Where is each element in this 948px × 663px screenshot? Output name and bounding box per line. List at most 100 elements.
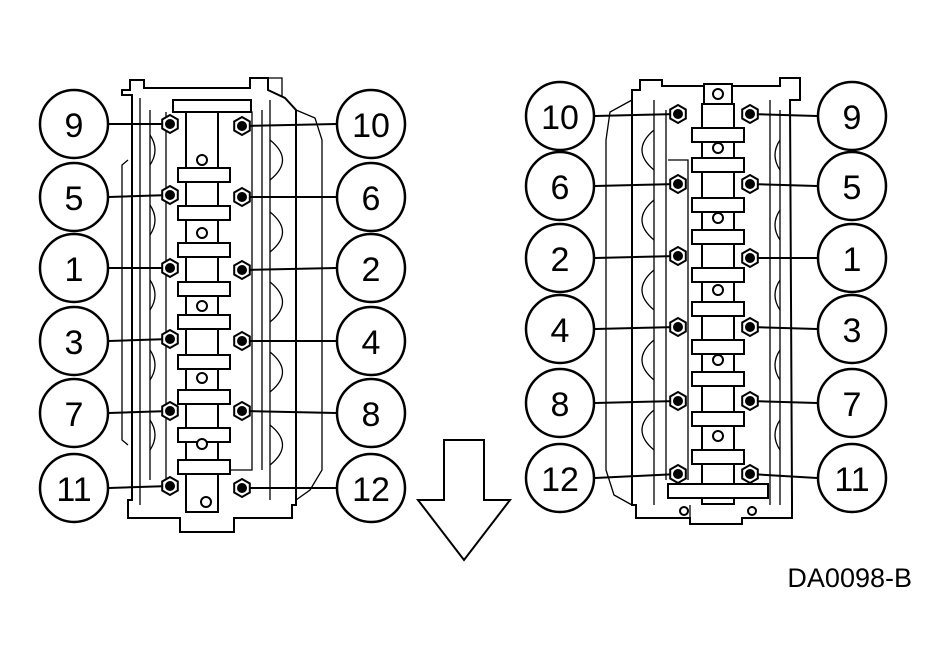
callout-right-head-right-1: 9 [741,80,888,152]
bolt-center [165,263,175,273]
callout-right-head-left-3: 2 [524,222,687,294]
bolt-sequence-number: 9 [65,107,84,145]
bolt-sequence-number: 3 [843,312,862,350]
leader-line [594,113,679,117]
callout-circle [524,293,596,365]
bolt-sequence-number: 4 [362,324,381,362]
bolt-sequence-number: 6 [362,180,381,218]
callout-circle [816,222,888,294]
bolt-sequence-number: 7 [843,386,862,424]
callout-circle [816,442,888,514]
callout-left-head-left-1: 9 [38,88,179,160]
callout-circle [335,161,407,233]
callout-right-head-left-5: 8 [524,367,687,439]
bolt-sequence-number: 1 [843,241,862,279]
callout-left-head-left-6: 11 [38,452,179,524]
callout-right-head-left-4: 4 [524,293,687,365]
bolt-sequence-number: 2 [362,251,381,289]
bolt-sequence-number: 12 [352,471,390,509]
bolt-center [745,179,755,189]
leader-line [108,338,171,342]
bolt-sequence-number: 2 [551,241,570,279]
bolt-sequence-number: 8 [551,386,570,424]
leader-line [594,255,679,259]
callout-left-head-right-2: 6 [233,161,407,233]
callout-circle [38,305,110,377]
right-cylinder-head [605,77,801,525]
callout-circle [38,452,110,524]
callout-circle [38,232,110,304]
bolt-center [165,406,175,416]
callout-circle [38,88,110,160]
leader-line [594,183,679,187]
bolt-sequence-number: 3 [65,324,84,362]
callout-left-head-left-2: 5 [38,161,179,233]
callout-circle [335,452,407,524]
callout-circle [335,88,407,160]
bolt-center [673,179,683,189]
callout-right-head-left-6: 12 [524,442,687,514]
callout-left-head-right-4: 4 [233,305,407,377]
bolt-center [745,396,755,406]
bolt-center [745,322,755,332]
leader-line [594,473,679,479]
callout-left-head-left-4: 3 [38,305,179,377]
callout-left-head-right-1: 10 [233,88,407,160]
down-arrow-icon [415,439,513,562]
bolt-center [745,109,755,119]
bolt-sequence-number: 11 [56,471,91,509]
bolt-center [165,190,175,200]
right-journal-holes [712,142,724,442]
left-journal-holes [196,154,212,508]
callout-left-head-right-6: 12 [233,452,407,524]
bolt-center [237,483,247,493]
leader-line [108,485,171,489]
callout-circle [524,150,596,222]
callout-right-head-right-5: 7 [741,367,888,439]
bolt-center [237,192,247,202]
bolt-sequence-number: 1 [65,251,84,289]
bolt-center [237,336,247,346]
leader-line [749,183,818,187]
bolt-sequence-number: 5 [65,180,84,218]
bolt-center [237,121,247,131]
leader-line [594,400,679,404]
callout-left-head-left-5: 7 [38,377,179,449]
bolt-center [673,109,683,119]
leader-line [749,326,818,330]
callout-right-head-right-3: 1 [741,222,888,294]
bolt-center [673,251,683,261]
leader-line [241,267,337,271]
callout-right-head-right-4: 3 [741,293,888,365]
bolt-center [673,322,683,332]
callout-circle [524,367,596,439]
bolt-sequence-number: 10 [541,99,579,137]
bolt-sequence-number: 4 [551,312,570,350]
callout-circle [335,377,407,449]
bolt-center [745,253,755,263]
bolt-sequence-number: 6 [551,169,570,207]
bolt-sequence-number: 7 [65,396,84,434]
callout-circle [524,442,596,514]
leader-line [749,473,818,479]
bolt-sequence-number: 10 [352,107,390,145]
callout-circle [816,293,888,365]
callout-circle [524,222,596,294]
callout-left-head-right-3: 2 [233,232,407,304]
leader-line [594,326,679,330]
callout-right-head-right-2: 5 [741,150,888,222]
callout-circle [335,305,407,377]
callout-left-head-left-3: 1 [38,232,179,304]
leader-line [241,410,337,414]
callout-circle [38,377,110,449]
bolt-center [745,469,755,479]
bolt-sequence-number: 8 [362,396,381,434]
leader-line [108,194,171,198]
figure-code: DA0098-B [787,563,912,593]
leader-line [749,113,818,117]
bolt-center [165,119,175,129]
bolt-sequence-number: 5 [843,169,862,207]
callout-right-head-left-1: 10 [524,80,687,152]
